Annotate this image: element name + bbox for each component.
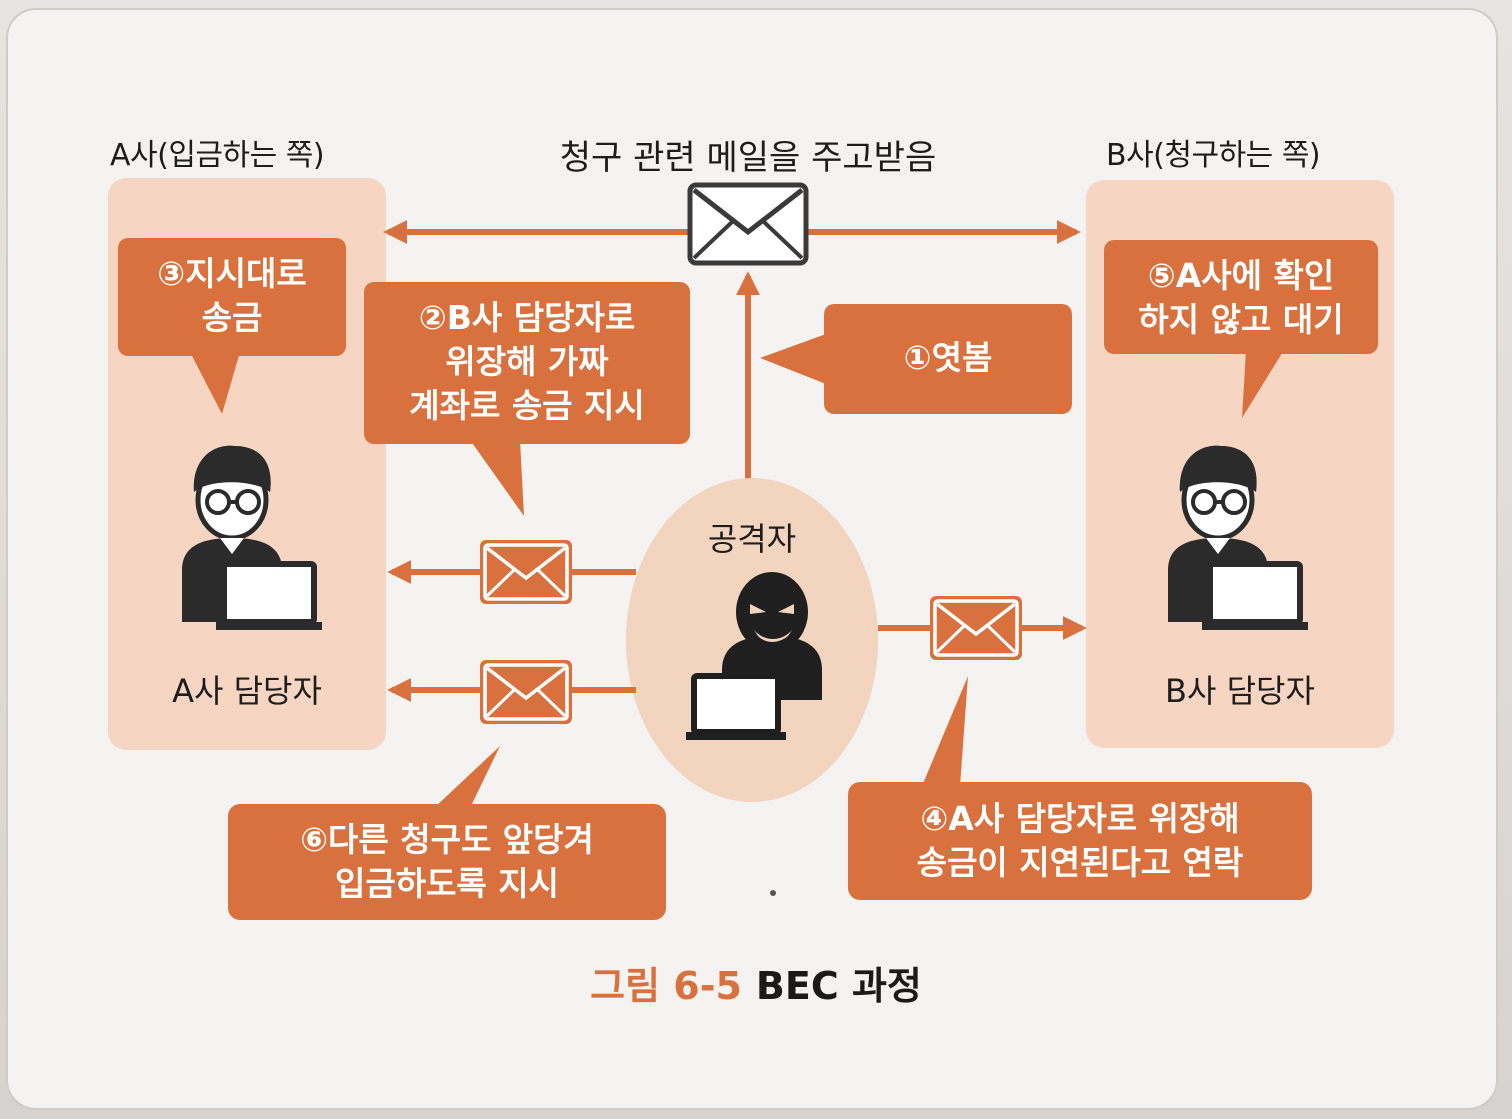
envelope-icon [928, 594, 1024, 662]
step-2-line-1: ②B사 담당자로 [418, 298, 636, 337]
envelope-icon [687, 182, 809, 266]
step-6-line-1: ⑥다른 청구도 앞당겨 [300, 820, 594, 859]
hacker-icon [686, 572, 822, 740]
step-1-line-1: ①엿봄 [903, 338, 993, 377]
company-b-title: B사(청구하는 쪽) [1106, 138, 1321, 173]
figure-title: BEC 과정 [755, 964, 922, 1008]
step-4-line-2: 송금이 지연된다고 연락 [916, 843, 1244, 882]
bubble-step-5 [1104, 240, 1378, 418]
step-5-line-2: 하지 않고 대기 [1138, 300, 1344, 339]
person-with-laptop-icon [182, 446, 322, 630]
mail-exchange-label: 청구 관련 메일을 주고받음 [559, 138, 937, 178]
envelope-icon [478, 538, 574, 606]
step-2-text: ②B사 담당자로 위장해 가짜 계좌로 송금 지시 [364, 296, 690, 428]
figure-caption: 그림 6-5 BEC 과정 [0, 955, 1512, 1010]
step-5-line-1: ⑤A사에 확인 [1147, 256, 1335, 295]
step-6-text: ⑥다른 청구도 앞당겨 입금하도록 지시 [228, 818, 666, 906]
person-b-label: B사 담당자 [1165, 672, 1315, 710]
bubble-step-1 [760, 304, 1072, 414]
step-3-line-1: ③지시대로 [157, 254, 307, 293]
step-6-line-2: 입금하도록 지시 [334, 864, 559, 903]
step-3-text: ③지시대로 송금 [118, 252, 346, 340]
step-1-text: ①엿봄 [824, 336, 1072, 380]
attacker-label: 공격자 [707, 520, 797, 558]
step-4-text: ④A사 담당자로 위장해 송금이 지연된다고 연락 [848, 797, 1312, 885]
step-2-line-3: 계좌로 송금 지시 [409, 386, 645, 425]
bubble-step-6 [228, 746, 666, 920]
bubble-step-3 [118, 238, 346, 414]
bubble-step-2 [364, 282, 690, 516]
bubble-step-4 [848, 676, 1312, 900]
step-5-text: ⑤A사에 확인 하지 않고 대기 [1104, 254, 1378, 342]
step-3-line-2: 송금 [201, 298, 263, 337]
figure-label: 그림 6-5 [590, 964, 742, 1008]
step-4-line-1: ④A사 담당자로 위장해 [920, 799, 1240, 838]
step-2-line-2: 위장해 가짜 [445, 342, 609, 381]
person-a-label: A사 담당자 [172, 672, 322, 710]
person-with-laptop-icon [1168, 446, 1308, 630]
company-a-title: A사(입금하는 쪽) [110, 138, 325, 173]
envelope-icon [478, 658, 574, 726]
